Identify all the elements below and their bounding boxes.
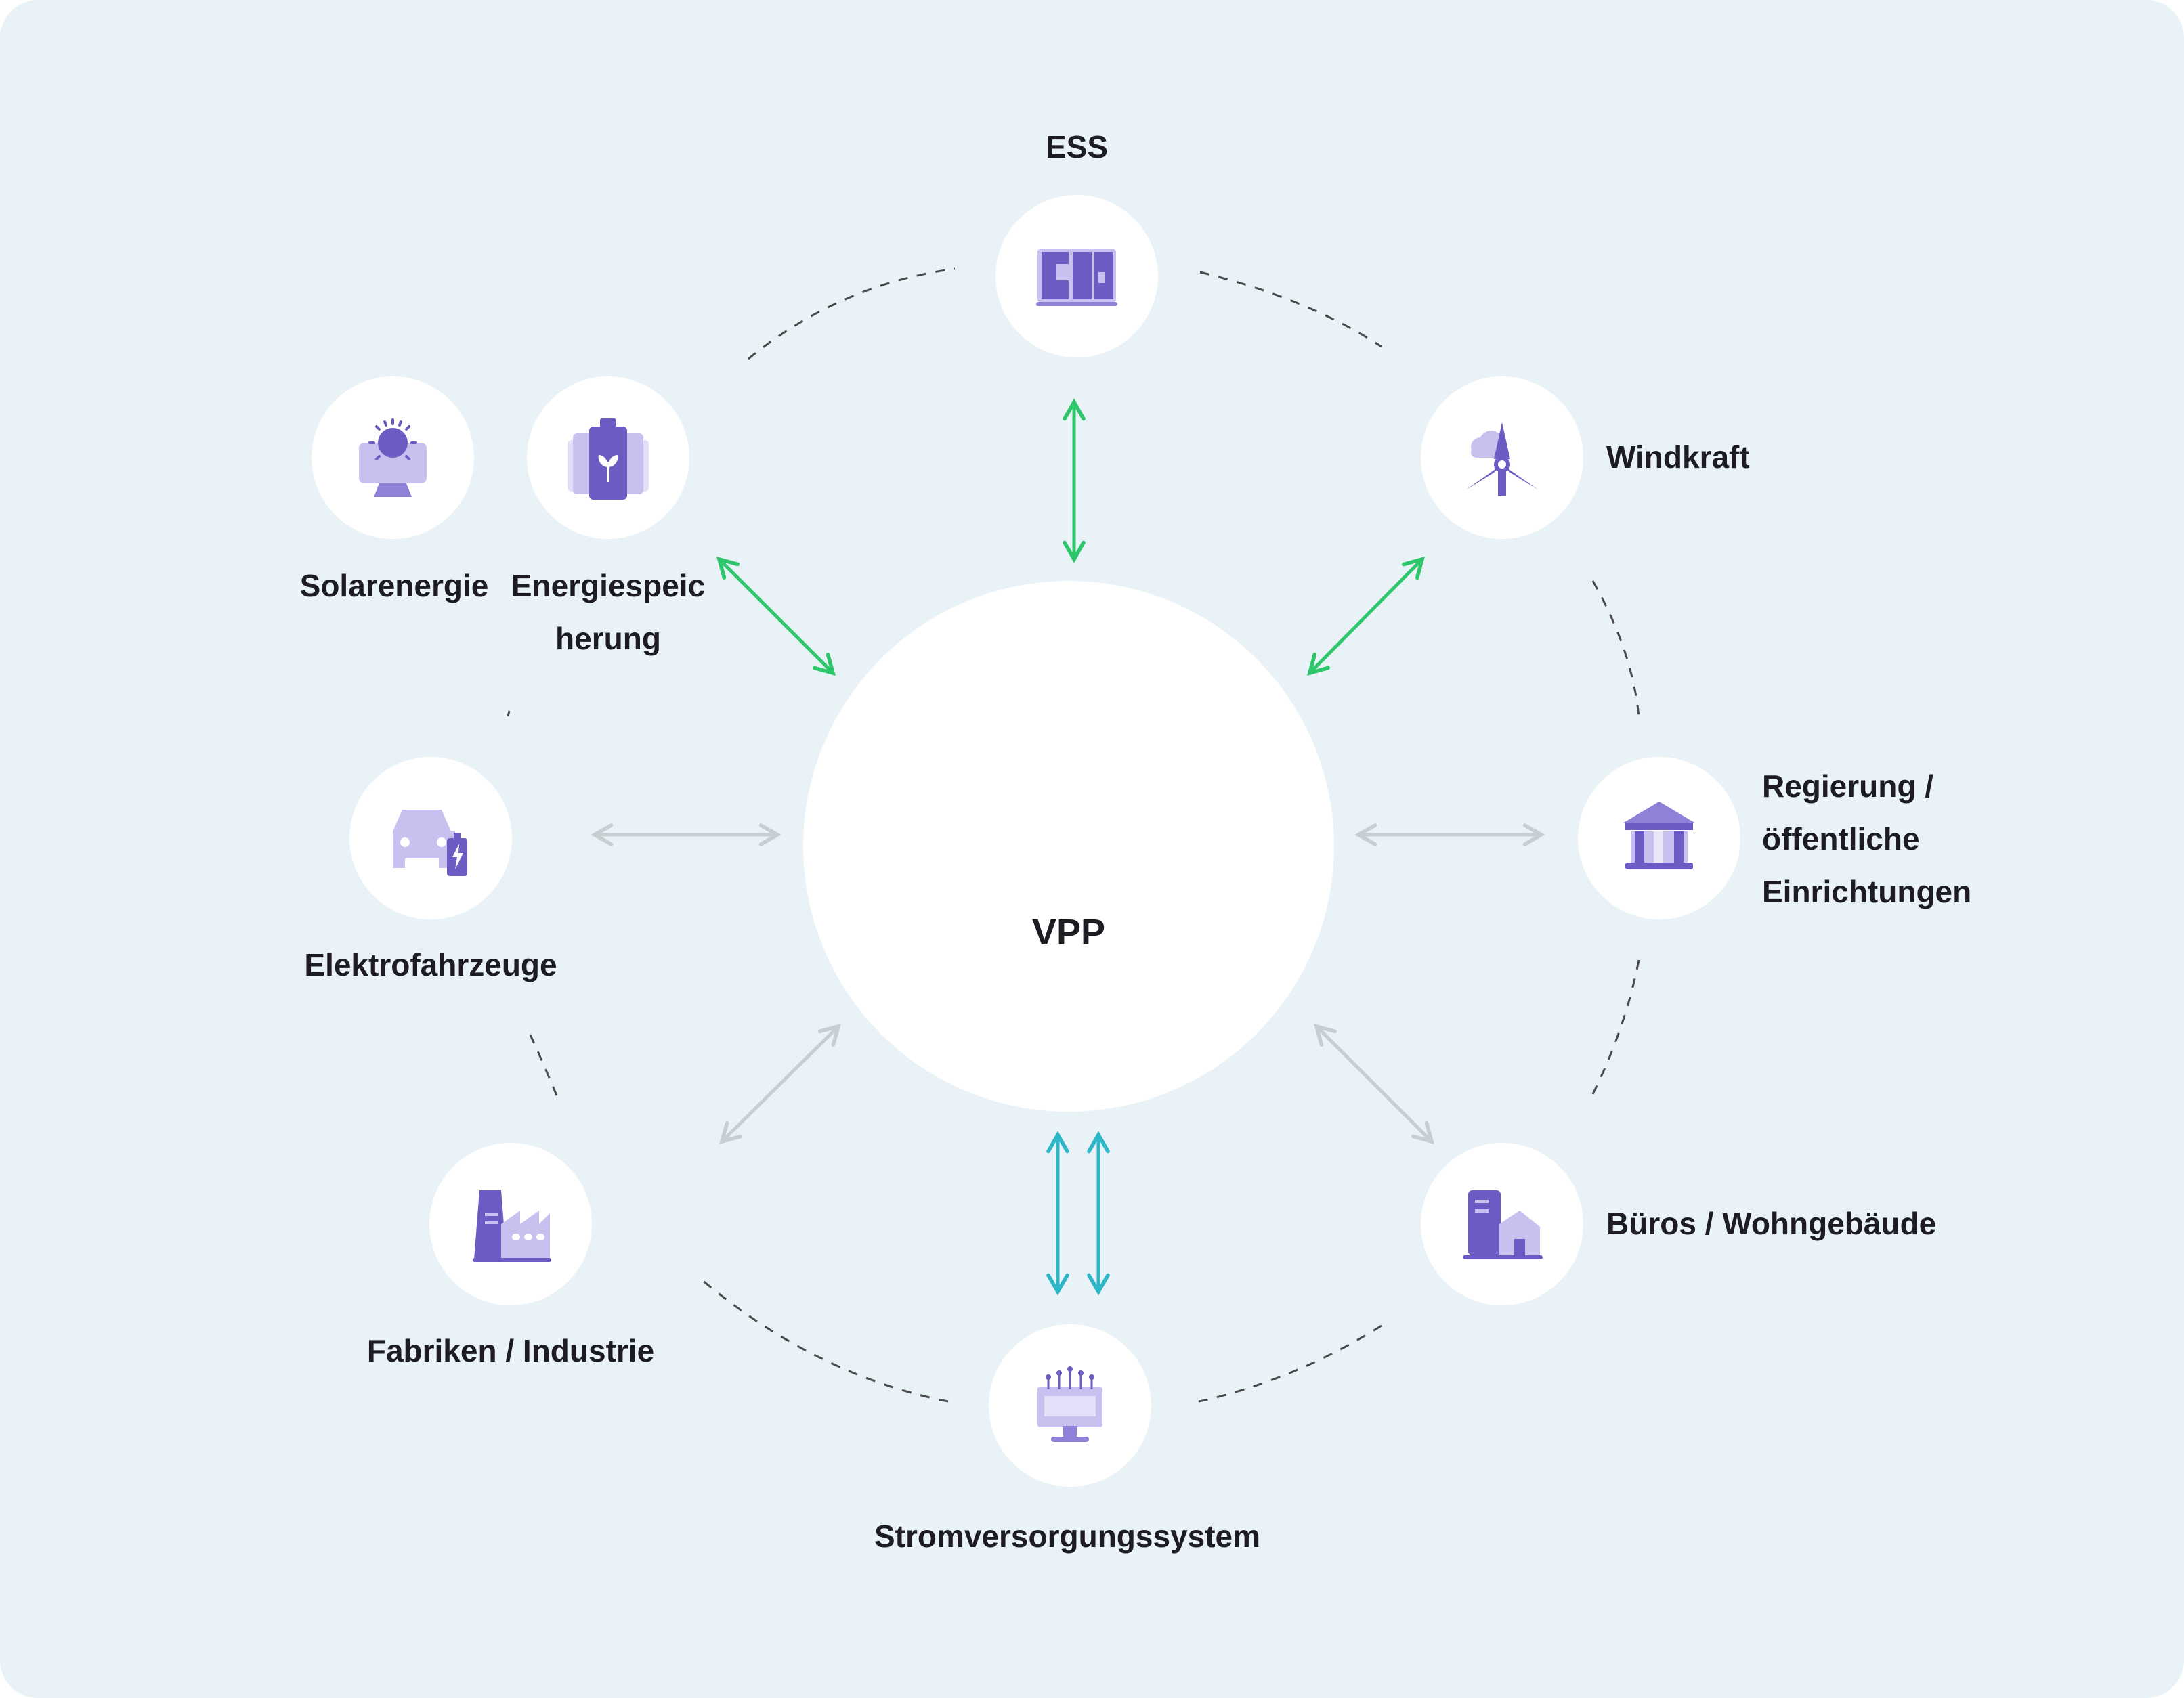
- ring-segment: [697, 1275, 949, 1403]
- office-house-icon: [1463, 1190, 1543, 1259]
- ess-cabinet-icon: [1036, 249, 1117, 306]
- wind-turbine-icon: [1465, 422, 1539, 496]
- ring-segment: [507, 710, 511, 717]
- label-government: Regierung / öffentliche Einrichtungen: [1762, 768, 1972, 909]
- factory-icon: [473, 1190, 551, 1262]
- label-wind: Windkraft: [1606, 439, 1750, 475]
- arrow-storage: [716, 557, 836, 676]
- solar-panel-icon: [359, 418, 427, 497]
- arrow-wind: [1307, 556, 1425, 676]
- label-ess: ESS: [1045, 129, 1109, 165]
- connection-arrows: [591, 398, 1545, 1296]
- label-offices: Büros / Wohngebäude: [1606, 1206, 1937, 1241]
- vpp-hub: [803, 581, 1334, 1112]
- battery-storage-icon: [568, 418, 649, 500]
- label-storage: Energiespeic herung: [511, 568, 706, 656]
- ring-segment: [1591, 580, 1640, 717]
- label-factories: Fabriken / Industrie: [366, 1333, 655, 1368]
- ring-segment: [1199, 271, 1382, 348]
- ring-segment: [1590, 959, 1640, 1097]
- ring-segment: [1193, 1324, 1382, 1404]
- ev-charging-icon: [393, 810, 467, 876]
- arrow-factories: [719, 1024, 842, 1144]
- label-ev: Elektrofahrzeuge: [304, 947, 557, 982]
- ring-segment: [748, 267, 956, 360]
- arrow-offices: [1314, 1024, 1434, 1144]
- vpp-label: VPP: [1031, 912, 1106, 953]
- label-solar: Solarenergie: [299, 568, 489, 603]
- ring-segment: [527, 1030, 558, 1096]
- dashed-ring: [507, 267, 1640, 1404]
- government-building-icon: [1623, 802, 1696, 869]
- power-grid-icon: [1037, 1366, 1102, 1442]
- label-power-grid: Stromversorgungssystem: [874, 1519, 1261, 1554]
